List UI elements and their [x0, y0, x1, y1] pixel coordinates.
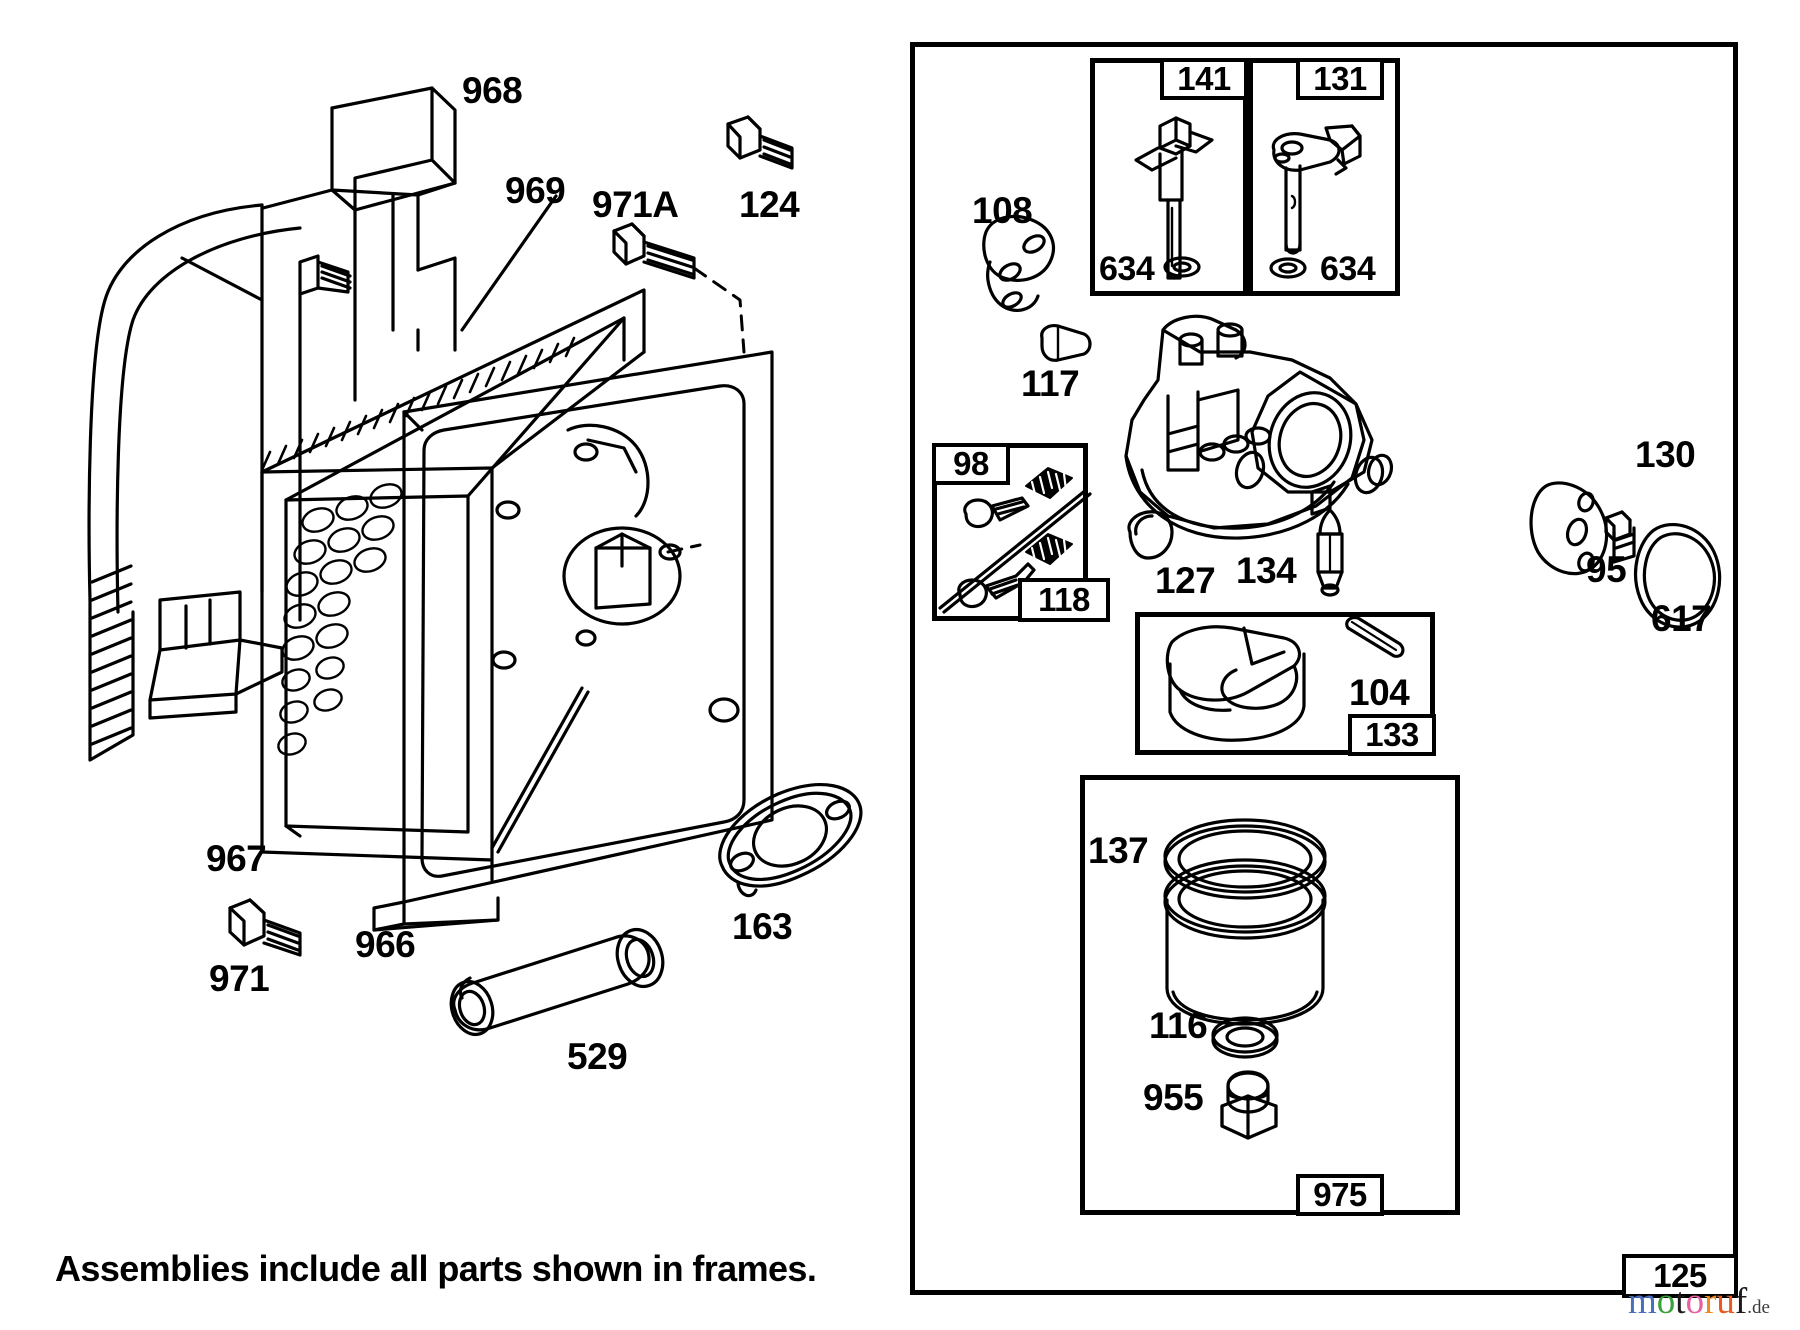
air-cleaner-cover-art — [87, 86, 457, 762]
callout-134: 134 — [1236, 550, 1297, 591]
callout-617: 617 — [1651, 598, 1712, 639]
air-filter-element-art — [260, 288, 646, 882]
callout-967: 967 — [206, 838, 267, 879]
wm-letter-o1: o — [1656, 1281, 1676, 1322]
callout-95: 95 — [1586, 549, 1627, 590]
callout-163: 163 — [732, 906, 793, 947]
frame-label-125: 125 — [1622, 1254, 1738, 1298]
callout-634-right: 634 — [1320, 250, 1376, 288]
frame-label-133: 133 — [1348, 714, 1436, 756]
bolt-971a-art — [612, 222, 696, 280]
wm-letter-r: r — [1704, 1281, 1717, 1322]
wm-letter-m: m — [1628, 1281, 1657, 1322]
frame-label-118: 118 — [1018, 578, 1110, 622]
assemblies-caption: Assemblies include all parts shown in fr… — [55, 1248, 817, 1289]
callout-127: 127 — [1155, 560, 1216, 601]
frame-98 — [932, 443, 1088, 621]
callout-116: 116 — [1149, 1005, 1208, 1046]
bolt-124-art — [726, 115, 794, 170]
callout-966: 966 — [355, 924, 416, 965]
frame-label-131: 131 — [1296, 58, 1384, 100]
callout-529: 529 — [567, 1036, 628, 1077]
callout-969: 969 — [505, 170, 566, 211]
callout-955: 955 — [1143, 1077, 1204, 1118]
callout-104: 104 — [1349, 672, 1410, 713]
wm-letter-t: t — [1675, 1281, 1686, 1322]
frame-label-975: 975 — [1296, 1174, 1384, 1216]
carburetor-outer-frame — [910, 42, 1738, 1295]
wm-letter-f: f — [1734, 1281, 1748, 1322]
frame-137 — [1080, 775, 1460, 1215]
callout-971a: 971A — [592, 184, 679, 225]
air-cleaner-cover-plate-art — [372, 350, 774, 932]
motoruf-watermark: motoruf.de — [1628, 1283, 1770, 1320]
callout-968: 968 — [462, 70, 523, 111]
callout-634-left: 634 — [1099, 250, 1155, 288]
breather-tube-art — [449, 927, 665, 1037]
callout-117: 117 — [1021, 363, 1080, 404]
callout-971: 971 — [209, 958, 270, 999]
callout-108: 108 — [972, 190, 1033, 231]
bolt-971-art — [228, 898, 302, 957]
wm-suffix-de: .de — [1747, 1297, 1770, 1318]
callout-124: 124 — [739, 184, 800, 225]
callout-130: 130 — [1635, 434, 1696, 475]
frame-133 — [1135, 612, 1435, 755]
wm-letter-u: u — [1716, 1281, 1735, 1322]
callout-137: 137 — [1088, 830, 1149, 871]
frame-label-141: 141 — [1160, 58, 1248, 100]
wm-letter-o2: o — [1685, 1281, 1705, 1322]
gasket-163-art — [718, 783, 863, 898]
frame-label-98: 98 — [932, 443, 1010, 485]
